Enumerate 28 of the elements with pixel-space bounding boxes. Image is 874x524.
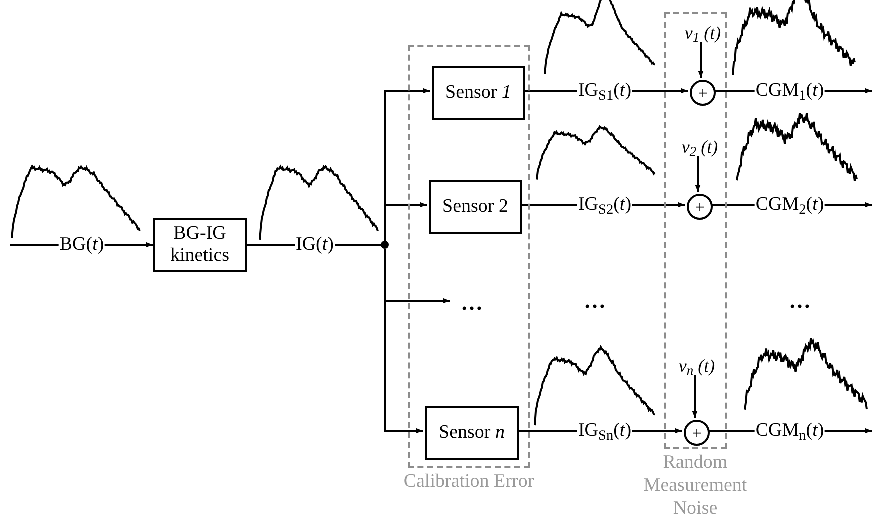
summing-junction: + [687,194,713,220]
process-block: Sensor 1 [432,66,525,120]
process-block: BG-IG kinetics [153,218,247,272]
connector-arrow [695,156,701,192]
edge-label: BG(t) [58,235,106,255]
connector-arrow [698,42,704,78]
edge-label: IG$_{S2}$(t) [577,195,633,215]
process-block: Sensor 2 [429,180,522,234]
edge-label: CGM$_{2}$(t) [754,195,826,215]
noise-signal-label: v$_{2}$ (t) [672,136,728,158]
ellipsis: … [452,291,492,315]
edge-label: IG(t) [295,235,335,255]
summing-junction: + [690,80,716,106]
connector-arrow [692,375,698,418]
edge-label: CGM$_{n}$(t) [754,421,826,441]
ellipsis: … [584,290,606,312]
group-title: Random Measurement Noise [642,451,748,520]
ellipsis: … [789,290,811,312]
process-block: Sensor n [425,406,519,460]
summing-junction: + [684,420,710,446]
connector-arrow [384,249,423,434]
edge-label: IG$_{S1}$(t) [577,81,633,101]
noise-signal-label: v$_{1}$ (t) [675,22,731,44]
connector-arrow [384,202,427,241]
edge-label: IG$_{Sn}$(t) [577,421,633,441]
group-title: Calibration Error [402,470,536,493]
edge-label: CGM$_{1}$(t) [754,81,826,101]
noise-signal-label: v$_{n}$ (t) [669,355,725,377]
